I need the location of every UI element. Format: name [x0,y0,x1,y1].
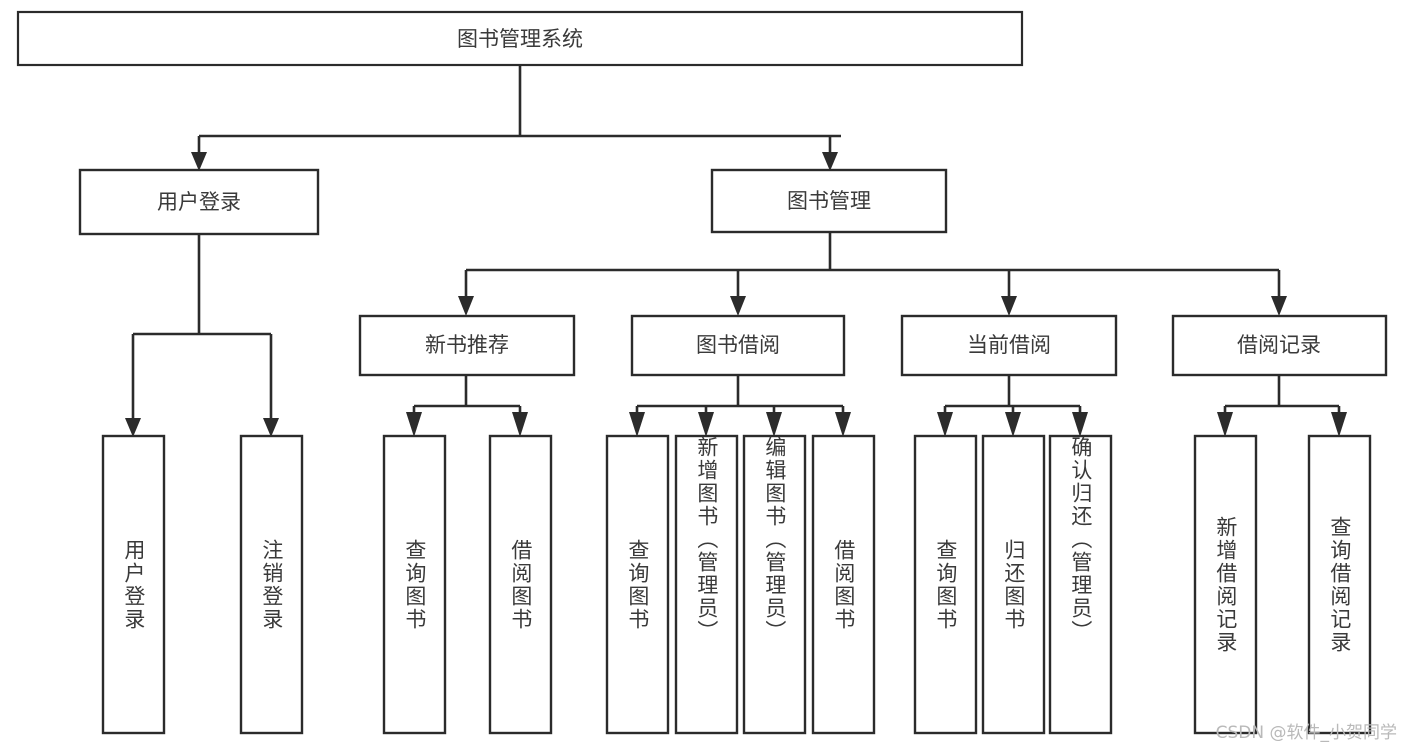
connector-group-current-borrow [937,375,1088,437]
node-box-user-login[interactable] [78,168,320,236]
node-box-leaf-new-book-2[interactable] [488,434,553,735]
arrow-head-book-borrow [730,296,746,316]
node-box-leaf-book-borrow-1[interactable] [605,434,670,735]
arrow-head-new-book-1 [406,412,422,437]
node-box-book-management[interactable] [710,168,948,234]
arrow-head-borrow-record-2 [1331,412,1347,437]
node-box-leaf-borrow-record-2[interactable] [1307,434,1372,735]
arrow-head-book-borrow-2 [698,412,714,437]
arrow-head-book-borrow-4 [835,412,851,437]
arrow-head-current-borrow-3 [1072,412,1088,437]
arrow-head-borrow-record-1 [1217,412,1233,437]
arrow-head-current-borrow-2 [1005,412,1021,437]
arrow-head-book-mgmt [822,152,838,171]
label-user-login: 用户登录 [157,190,241,214]
node-box-leaf-current-borrow-2[interactable] [981,434,1046,735]
arrow-head-book-borrow-1 [629,412,645,437]
node-box-leaf-new-book-1[interactable] [382,434,447,735]
node-box-leaf-current-borrow-1[interactable] [913,434,978,735]
arrow-head-new-book-2 [512,412,528,437]
node-box-root[interactable] [16,10,1024,67]
node-box-leaf-book-borrow-4[interactable] [811,434,876,735]
node-box-leaf-book-borrow-3[interactable] [742,434,807,735]
arrow-head-user-login-1 [125,418,141,437]
connector-group-borrow-record [1217,375,1347,437]
node-box-current-borrow[interactable] [900,314,1118,377]
connector-group-book-mgmt [458,232,1287,316]
node-box-leaf-user-login-2[interactable] [239,434,304,735]
node-box-leaf-current-borrow-3[interactable] [1048,434,1113,735]
node-box-borrow-record[interactable] [1171,314,1388,377]
arrow-head-user-login [191,152,207,171]
label-book-management: 图书管理 [787,189,871,213]
label-current-borrow: 当前借阅 [967,333,1051,357]
label-book-borrow: 图书借阅 [696,333,780,357]
label-borrow-record: 借阅记录 [1237,333,1321,357]
label-root: 图书管理系统 [457,27,583,51]
label-new-book-recommend: 新书推荐 [425,333,509,357]
arrow-head-new-book [458,296,474,316]
node-box-new-book-recommend[interactable] [358,314,576,377]
arrow-head-book-borrow-3 [766,412,782,437]
arrow-head-current-borrow [1001,296,1017,316]
connector-group-new-book [406,375,528,437]
node-box-leaf-book-borrow-2[interactable] [674,434,739,735]
connector-group-user-login [125,234,279,437]
arrow-head-user-login-2 [263,418,279,437]
node-box-leaf-borrow-record-1[interactable] [1193,434,1258,735]
connector-group-book-borrow [629,375,851,437]
node-box-book-borrow[interactable] [630,314,846,377]
arrow-head-borrow-record [1271,296,1287,316]
connector-group-root [191,65,841,171]
arrow-head-current-borrow-1 [937,412,953,437]
node-box-leaf-user-login-1[interactable] [101,434,166,735]
